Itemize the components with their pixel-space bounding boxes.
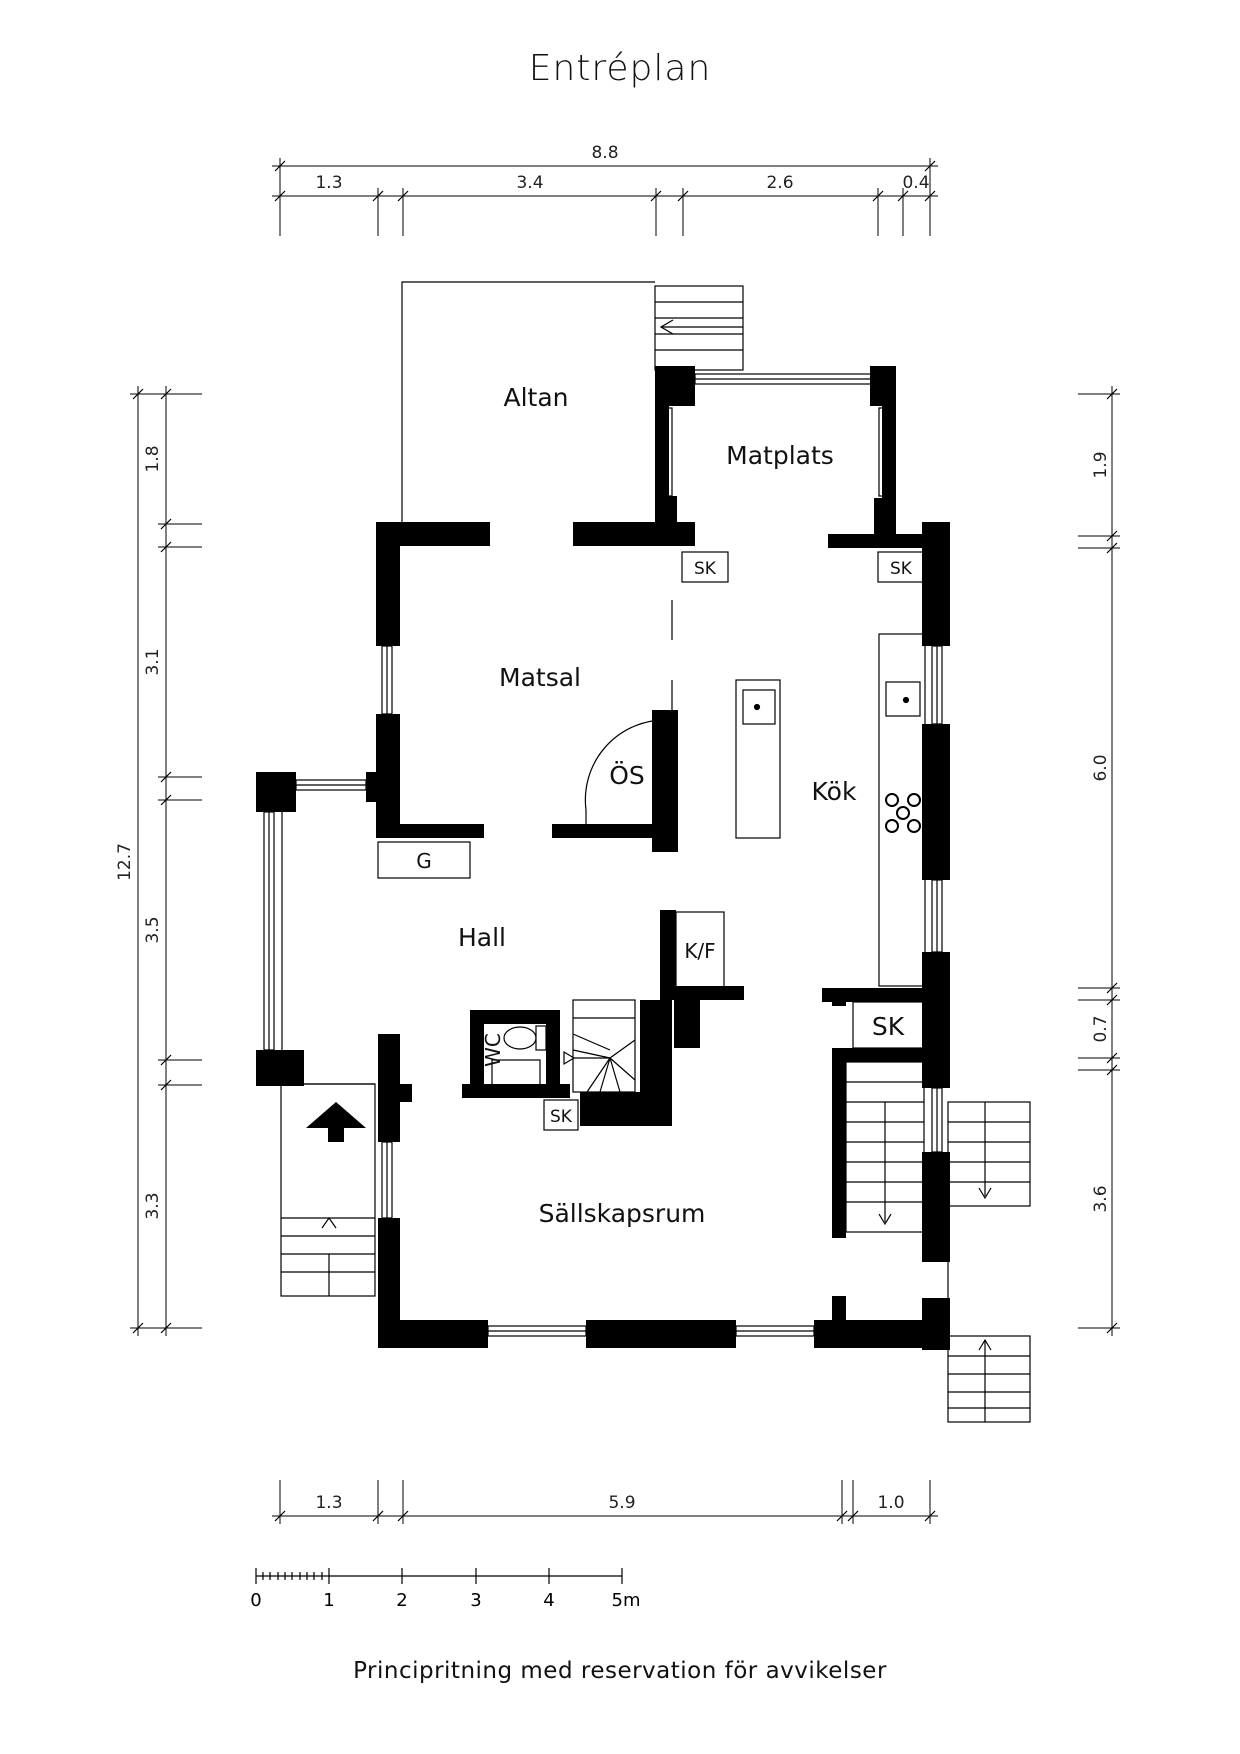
scale-label-3: 3 <box>470 1590 481 1611</box>
room-label-altan: Altan <box>503 383 568 412</box>
room-label-os: ÖS <box>609 761 645 790</box>
dim-left-total: 12.7 <box>115 843 135 881</box>
scale-label-4: 4 <box>543 1590 554 1611</box>
windows <box>263 373 943 1337</box>
room-label-sk-3: SK <box>872 1012 905 1041</box>
entrance-arrow-icon <box>306 1102 366 1142</box>
dim-top-4: 0.4 <box>902 173 929 193</box>
room-label-sk-4: SK <box>550 1107 573 1127</box>
top-dimensions <box>272 158 938 236</box>
room-label-sallskapsrum: Sällskapsrum <box>539 1199 706 1228</box>
scale-label-5: 5m <box>612 1590 641 1611</box>
dim-left-2: 3.1 <box>143 648 163 675</box>
dim-bottom-1: 1.3 <box>315 1493 342 1513</box>
dim-top-total: 8.8 <box>591 143 618 163</box>
scale-bar: 0 1 2 3 4 5m <box>250 1568 641 1611</box>
room-label-wc: WC <box>481 1033 505 1067</box>
room-label-matplats: Matplats <box>726 441 834 470</box>
disclaimer-footer: Principritning med reservation för avvik… <box>353 1658 887 1684</box>
plan-title: Entréplan <box>528 48 712 89</box>
scale-label-0: 0 <box>250 1590 261 1611</box>
dim-bottom-2: 5.9 <box>608 1493 635 1513</box>
room-label-g: G <box>416 849 432 873</box>
room-label-kf: K/F <box>684 939 715 963</box>
room-labels: Altan Matplats Matsal Kök ÖS G Hall K/F … <box>416 383 913 1228</box>
dim-top-2: 3.4 <box>516 173 543 193</box>
dim-top-1: 1.3 <box>315 173 342 193</box>
dim-left-4: 3.3 <box>143 1192 163 1219</box>
dim-bottom-3: 1.0 <box>877 1493 904 1513</box>
dim-right-4: 3.6 <box>1091 1185 1111 1212</box>
room-label-sk-1: SK <box>694 559 717 579</box>
room-label-matsal: Matsal <box>499 663 581 692</box>
right-dimensions <box>1078 386 1120 1336</box>
scale-label-1: 1 <box>323 1590 334 1611</box>
dim-right-3: 0.7 <box>1091 1015 1111 1042</box>
dim-left-3: 3.5 <box>143 916 163 943</box>
dim-right-1: 1.9 <box>1091 451 1111 478</box>
dim-right-2: 6.0 <box>1091 754 1111 781</box>
room-label-hall: Hall <box>458 923 506 952</box>
bottom-dimensions <box>272 1480 938 1524</box>
left-dimensions <box>130 386 202 1336</box>
dim-left-1: 1.8 <box>143 445 163 472</box>
walls <box>256 366 950 1350</box>
room-label-sk-2: SK <box>890 559 913 579</box>
dim-top-3: 2.6 <box>766 173 793 193</box>
scale-label-2: 2 <box>396 1590 407 1611</box>
room-label-kok: Kök <box>812 777 857 806</box>
